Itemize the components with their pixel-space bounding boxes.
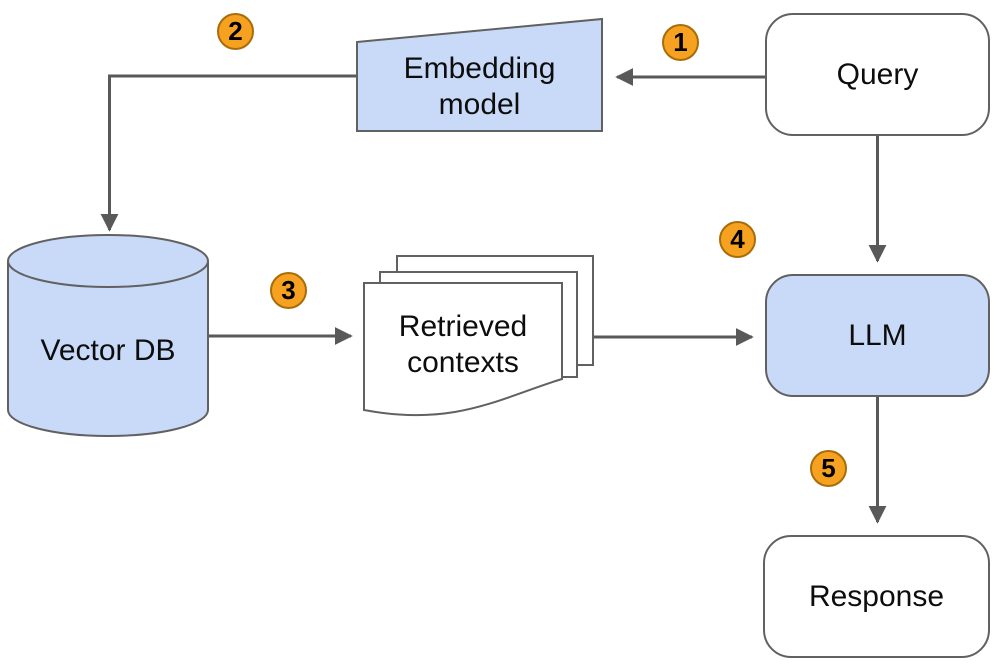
vector-db-cylinder-top	[7, 234, 209, 288]
llm-node: LLM	[765, 274, 990, 397]
document-front-sheet	[363, 282, 563, 417]
edge-embedding-to-vectordb	[100, 74, 357, 232]
vector-db-cylinder-body	[7, 261, 209, 437]
embedding-model-shape	[356, 17, 603, 132]
query-node: Query	[765, 13, 990, 136]
retrieved-contexts-label: Retrieved contexts	[398, 310, 528, 379]
step-badge-5: 5	[810, 450, 847, 487]
embedding-model-label: Embedding model	[403, 51, 556, 121]
step-badge-4: 4	[719, 221, 756, 258]
response-node: Response	[763, 535, 990, 658]
step-badge-2: 2	[217, 13, 254, 50]
step-badge-1: 1	[662, 24, 699, 61]
step-badge-3: 3	[270, 272, 307, 309]
vector-db-label: Vector DB	[40, 334, 176, 367]
